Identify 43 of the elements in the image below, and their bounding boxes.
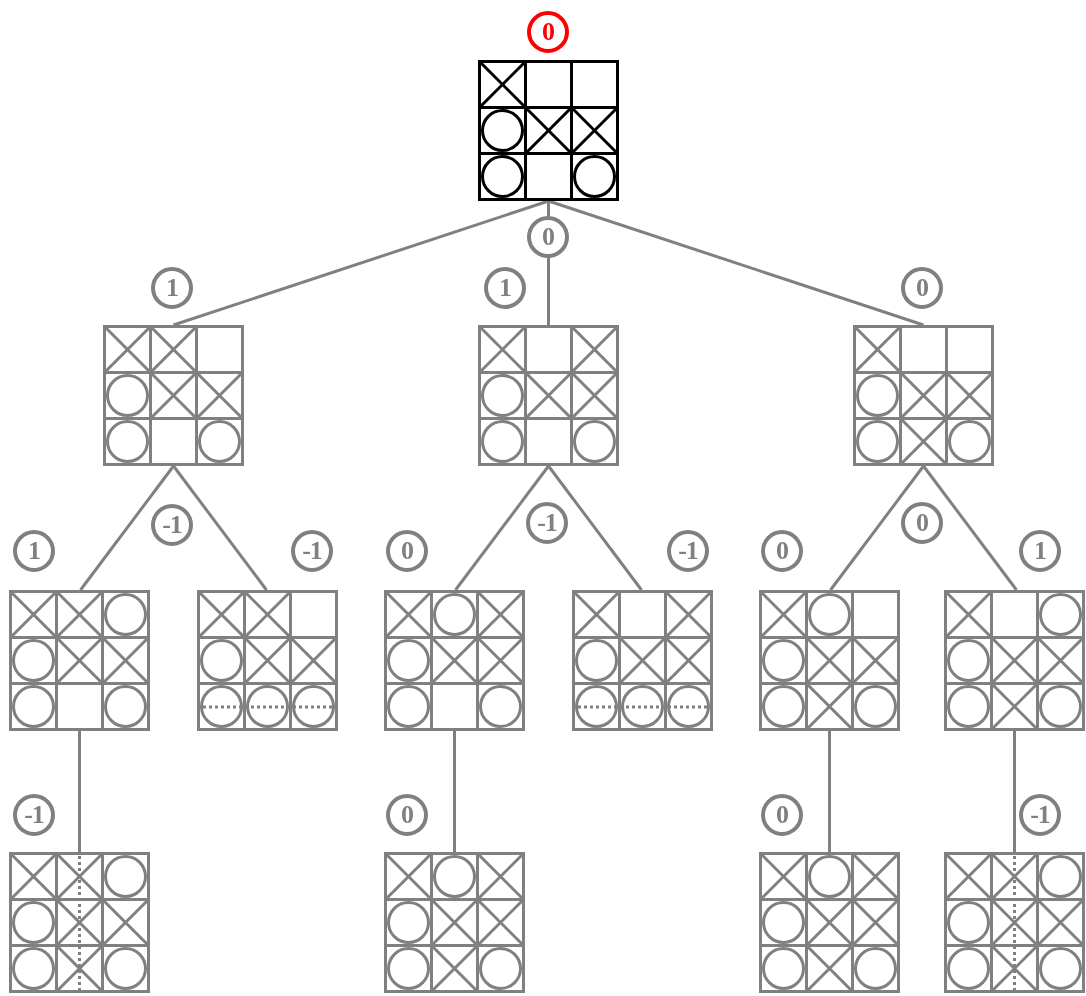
connector-line (172, 465, 268, 591)
score-label: 0 (527, 11, 569, 53)
score-label: -1 (667, 530, 709, 572)
game-board (384, 852, 525, 993)
connector-line (547, 465, 643, 591)
game-board (103, 325, 244, 466)
game-board (9, 590, 150, 731)
connector-line (828, 731, 831, 852)
connector-line (78, 731, 81, 852)
connector-line (454, 465, 550, 591)
game-board (197, 590, 338, 731)
score-label: 1 (13, 530, 55, 572)
score-label: 1 (484, 267, 526, 309)
score-label: -1 (526, 502, 568, 544)
connector-line (173, 199, 549, 327)
score-label: 0 (527, 216, 569, 258)
score-label: -1 (13, 794, 55, 836)
game-board (478, 325, 619, 466)
game-board (944, 852, 1085, 993)
score-label: 0 (761, 794, 803, 836)
connector-line (829, 465, 925, 591)
connector-line (79, 465, 175, 591)
game-board (759, 852, 900, 993)
score-label: -1 (151, 504, 193, 546)
score-label: 0 (386, 794, 428, 836)
score-label: 0 (761, 530, 803, 572)
connector-line (922, 465, 1018, 591)
connector-line (1013, 731, 1016, 852)
score-label: 0 (901, 502, 943, 544)
game-board (478, 60, 619, 201)
game-board (572, 590, 713, 731)
game-board (384, 590, 525, 731)
game-board (853, 325, 994, 466)
score-label: 1 (151, 267, 193, 309)
connector-line (453, 731, 456, 852)
score-label: -1 (1019, 794, 1061, 836)
score-label: -1 (291, 530, 333, 572)
game-board (9, 852, 150, 993)
score-label: 1 (1019, 530, 1061, 572)
game-board (944, 590, 1085, 731)
score-label: 0 (386, 530, 428, 572)
score-label: 0 (901, 267, 943, 309)
game-board (759, 590, 900, 731)
